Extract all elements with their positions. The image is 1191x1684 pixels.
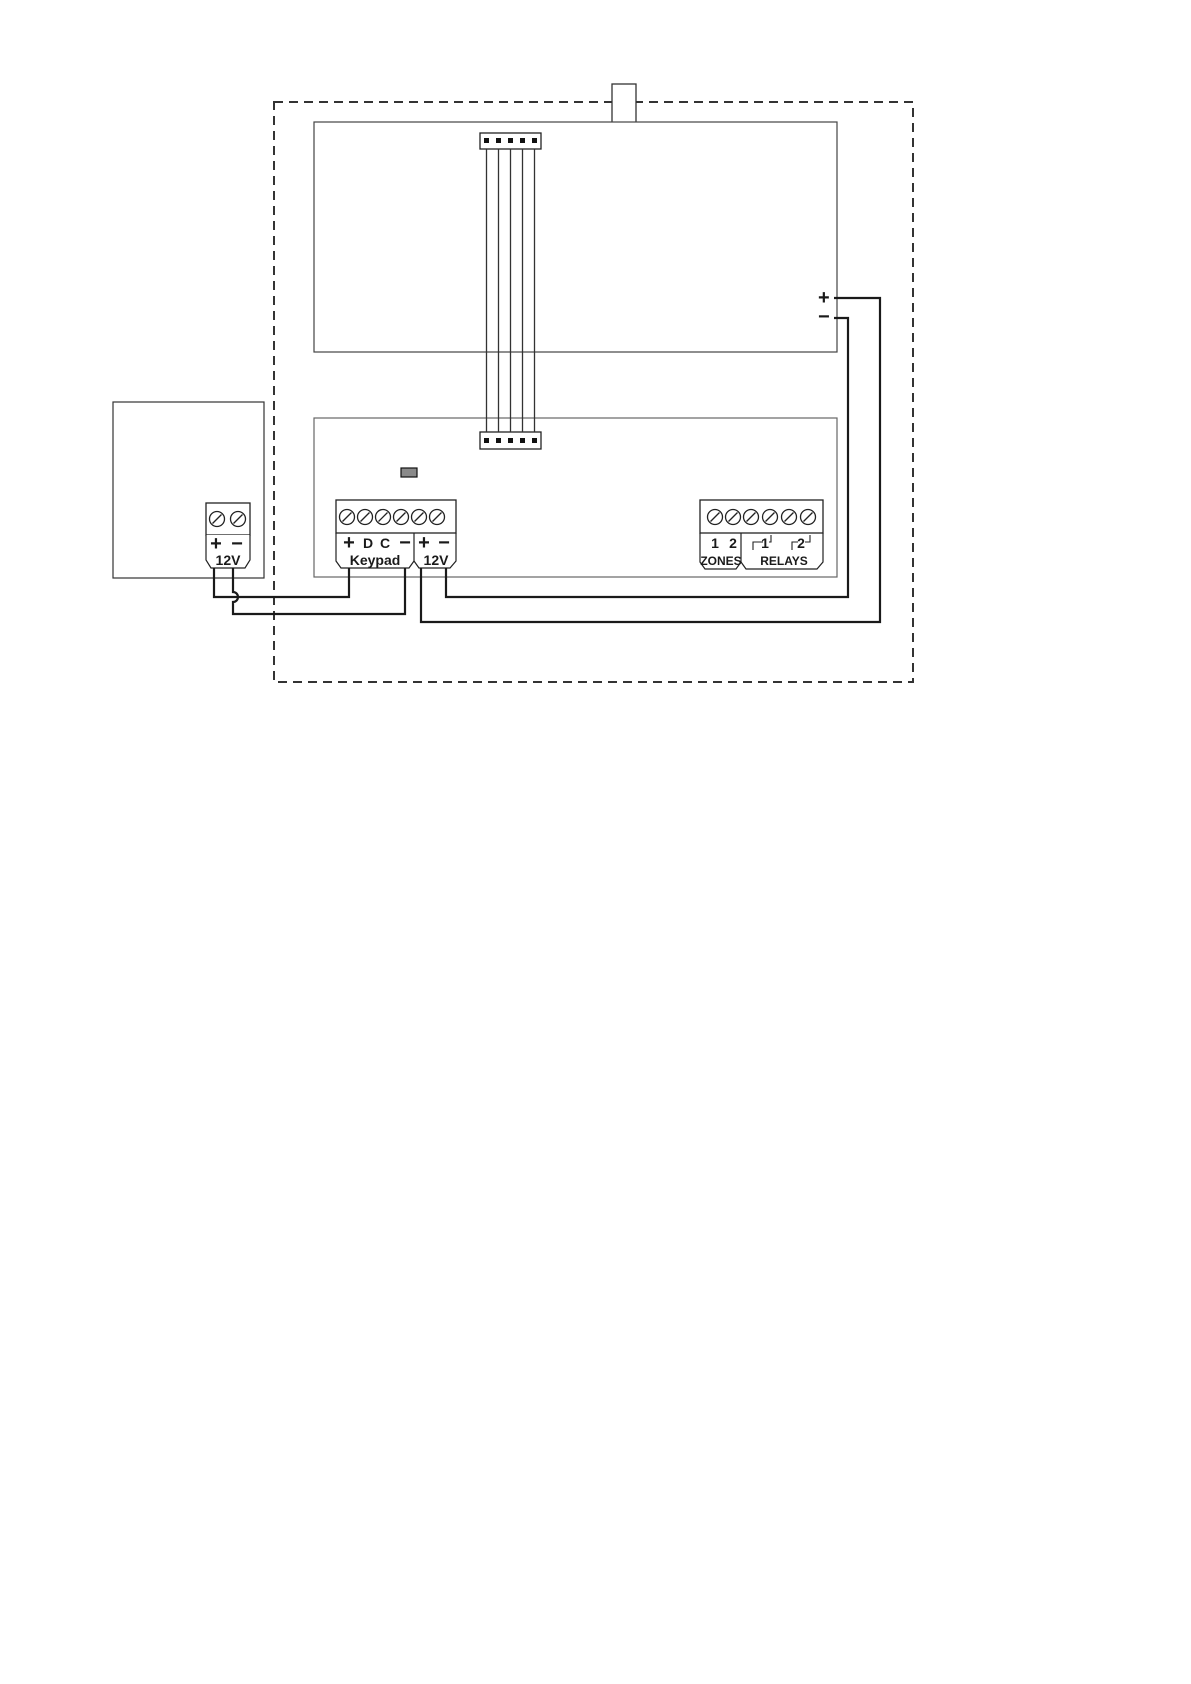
psu-minus-label: − xyxy=(818,306,830,328)
board-power-block-label: 12V xyxy=(424,552,450,568)
board-power-minus-label: − xyxy=(438,532,450,554)
keypad-d-label: D xyxy=(363,535,373,551)
relay-2-label: 2 xyxy=(797,535,805,551)
zone-2-label: 2 xyxy=(729,535,737,551)
tamper-switch xyxy=(612,84,636,124)
status-led xyxy=(401,468,417,477)
board-power-plus-label: + xyxy=(418,532,430,554)
zones-block-label: ZONES xyxy=(700,554,741,568)
relay-1-label: 1 xyxy=(761,535,769,551)
keypad-c-label: C xyxy=(380,535,390,551)
relays-block-label: RELAYS xyxy=(760,554,808,568)
zone-1-label: 1 xyxy=(711,535,719,551)
power-supply-board xyxy=(314,122,837,352)
external-supply-voltage-label: 12V xyxy=(216,552,242,568)
keypad-minus-label: − xyxy=(399,532,411,554)
keypad-plus-label: + xyxy=(343,532,355,554)
keypad-block-label: Keypad xyxy=(350,552,401,568)
